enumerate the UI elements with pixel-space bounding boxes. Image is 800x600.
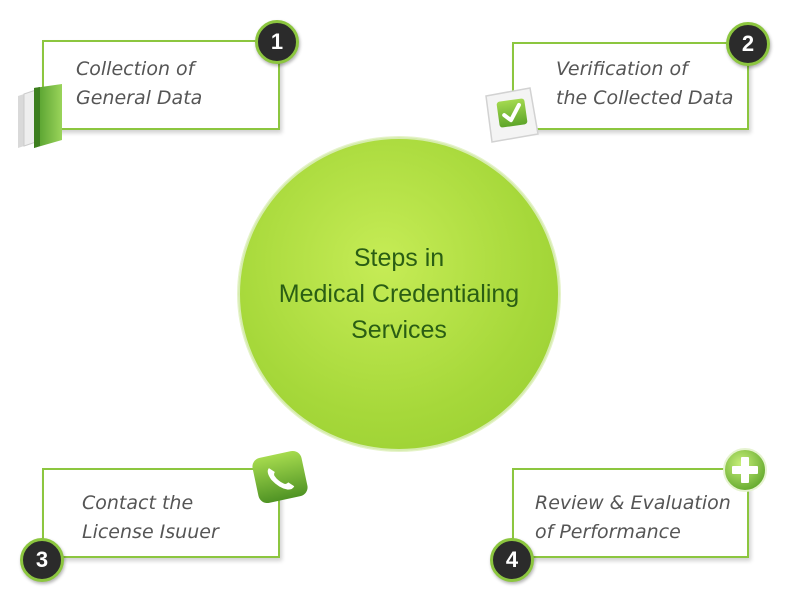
- step-3-line-1: Contact the: [82, 492, 194, 514]
- step-4-line-1: Review & Evaluation: [535, 492, 731, 514]
- checkmark-document-icon: [485, 87, 539, 143]
- step-3-text: Contact the License Isuuer: [82, 489, 219, 547]
- center-title-line-1: Steps in: [353, 244, 445, 272]
- step-2-line-1: Verification of: [556, 58, 688, 80]
- plus-icon: [723, 448, 767, 492]
- center-circle: Steps in Medical Credentialing Services: [238, 137, 560, 451]
- step-3-box: [42, 468, 280, 558]
- step-1-box: [42, 40, 280, 130]
- step-2-box: [512, 42, 749, 130]
- center-title: Steps in Medical Credentialing Services: [279, 240, 519, 348]
- step-3-line-2: License Isuuer: [82, 521, 219, 543]
- step-4-text: Review & Evaluation of Performance: [535, 489, 731, 547]
- center-title-line-2: Medical Credentialing: [278, 280, 520, 308]
- phone-icon: [252, 450, 308, 504]
- center-title-line-3: Services: [351, 316, 447, 344]
- step-4-badge: 4: [490, 538, 534, 582]
- folder-icon: [18, 84, 62, 148]
- step-2-line-2: the Collected Data: [556, 87, 734, 109]
- step-1-text: Collection of General Data: [76, 55, 202, 113]
- step-3-badge: 3: [20, 538, 64, 582]
- step-4-box: [512, 468, 749, 558]
- step-1-line-1: Collection of: [76, 58, 195, 80]
- step-2-text: Verification of the Collected Data: [556, 55, 733, 113]
- step-2-badge: 2: [726, 22, 770, 66]
- step-1-badge: 1: [255, 20, 299, 64]
- step-1-line-2: General Data: [76, 87, 203, 109]
- step-4-line-2: of Performance: [535, 521, 681, 543]
